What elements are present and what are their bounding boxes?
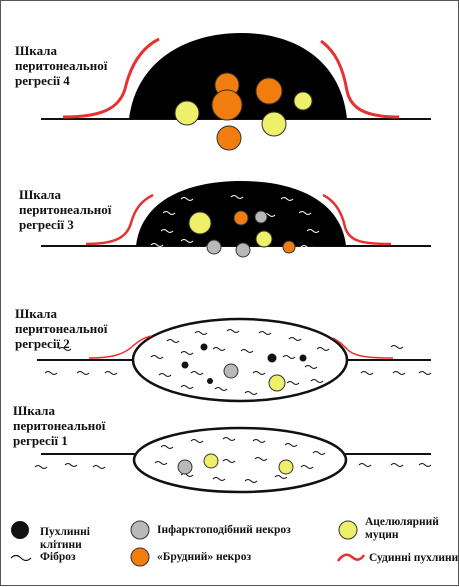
tumor-nodule (129, 33, 347, 119)
dirty-necrosis (211, 89, 243, 121)
mucin-pool (188, 211, 212, 235)
vessel-right (322, 193, 392, 246)
mucin-pool (174, 100, 200, 126)
mucin-pool (278, 459, 294, 475)
infarct-necrosis (223, 363, 239, 379)
mucin-pool (293, 91, 313, 111)
legend-tumor-cells: Пухлинні клітини (40, 526, 90, 551)
yellow-dot-icon (338, 520, 358, 540)
dirty-necrosis (255, 77, 283, 105)
infarct-necrosis (235, 242, 251, 258)
tumor-cell (299, 354, 307, 362)
legend-fibrosis: Фіброз (40, 551, 76, 563)
tumor-nodule (132, 426, 348, 494)
dirty-necrosis (282, 240, 296, 254)
wavy-line-icon (10, 554, 32, 562)
tumor-nodule (131, 317, 349, 403)
legend-dirty-necrosis: «Брудний» некроз (157, 551, 252, 563)
dirty-necrosis (233, 210, 249, 226)
legend (10, 520, 366, 567)
tumor-cell (181, 361, 189, 369)
infarct-necrosis (177, 459, 193, 475)
vessel-left (85, 193, 154, 246)
black-dot-icon (11, 521, 29, 539)
legend-tumor-vessels: Судинні пухлини (369, 552, 459, 564)
legend-infarct-necrosis: Інфарктоподібний некроз (157, 524, 291, 536)
vessel-left (88, 335, 152, 359)
orange-dot-icon (130, 547, 150, 567)
gray-dot-icon (130, 520, 150, 540)
infarct-necrosis (254, 210, 268, 224)
tumor-cell (200, 343, 208, 351)
red-curve-icon (336, 553, 366, 562)
panel-grade3 (41, 181, 431, 261)
panel-grade4 (41, 33, 431, 151)
panel-grade2 (37, 317, 432, 403)
infarct-necrosis (206, 239, 222, 255)
mucin-pool (255, 230, 273, 248)
vessel-right (320, 39, 400, 119)
vessel-left (62, 37, 160, 119)
mucin-pool (268, 374, 286, 392)
dirty-necrosis (216, 125, 242, 151)
legend-acellular-mucin: Ацелюлярний муцин (365, 516, 439, 541)
tumor-cell (267, 353, 277, 363)
panel-grade1 (34, 426, 432, 494)
vessel-right (332, 337, 394, 359)
mucin-pool (261, 111, 287, 137)
tumor-cell (207, 378, 213, 384)
mucin-pool (203, 453, 219, 469)
